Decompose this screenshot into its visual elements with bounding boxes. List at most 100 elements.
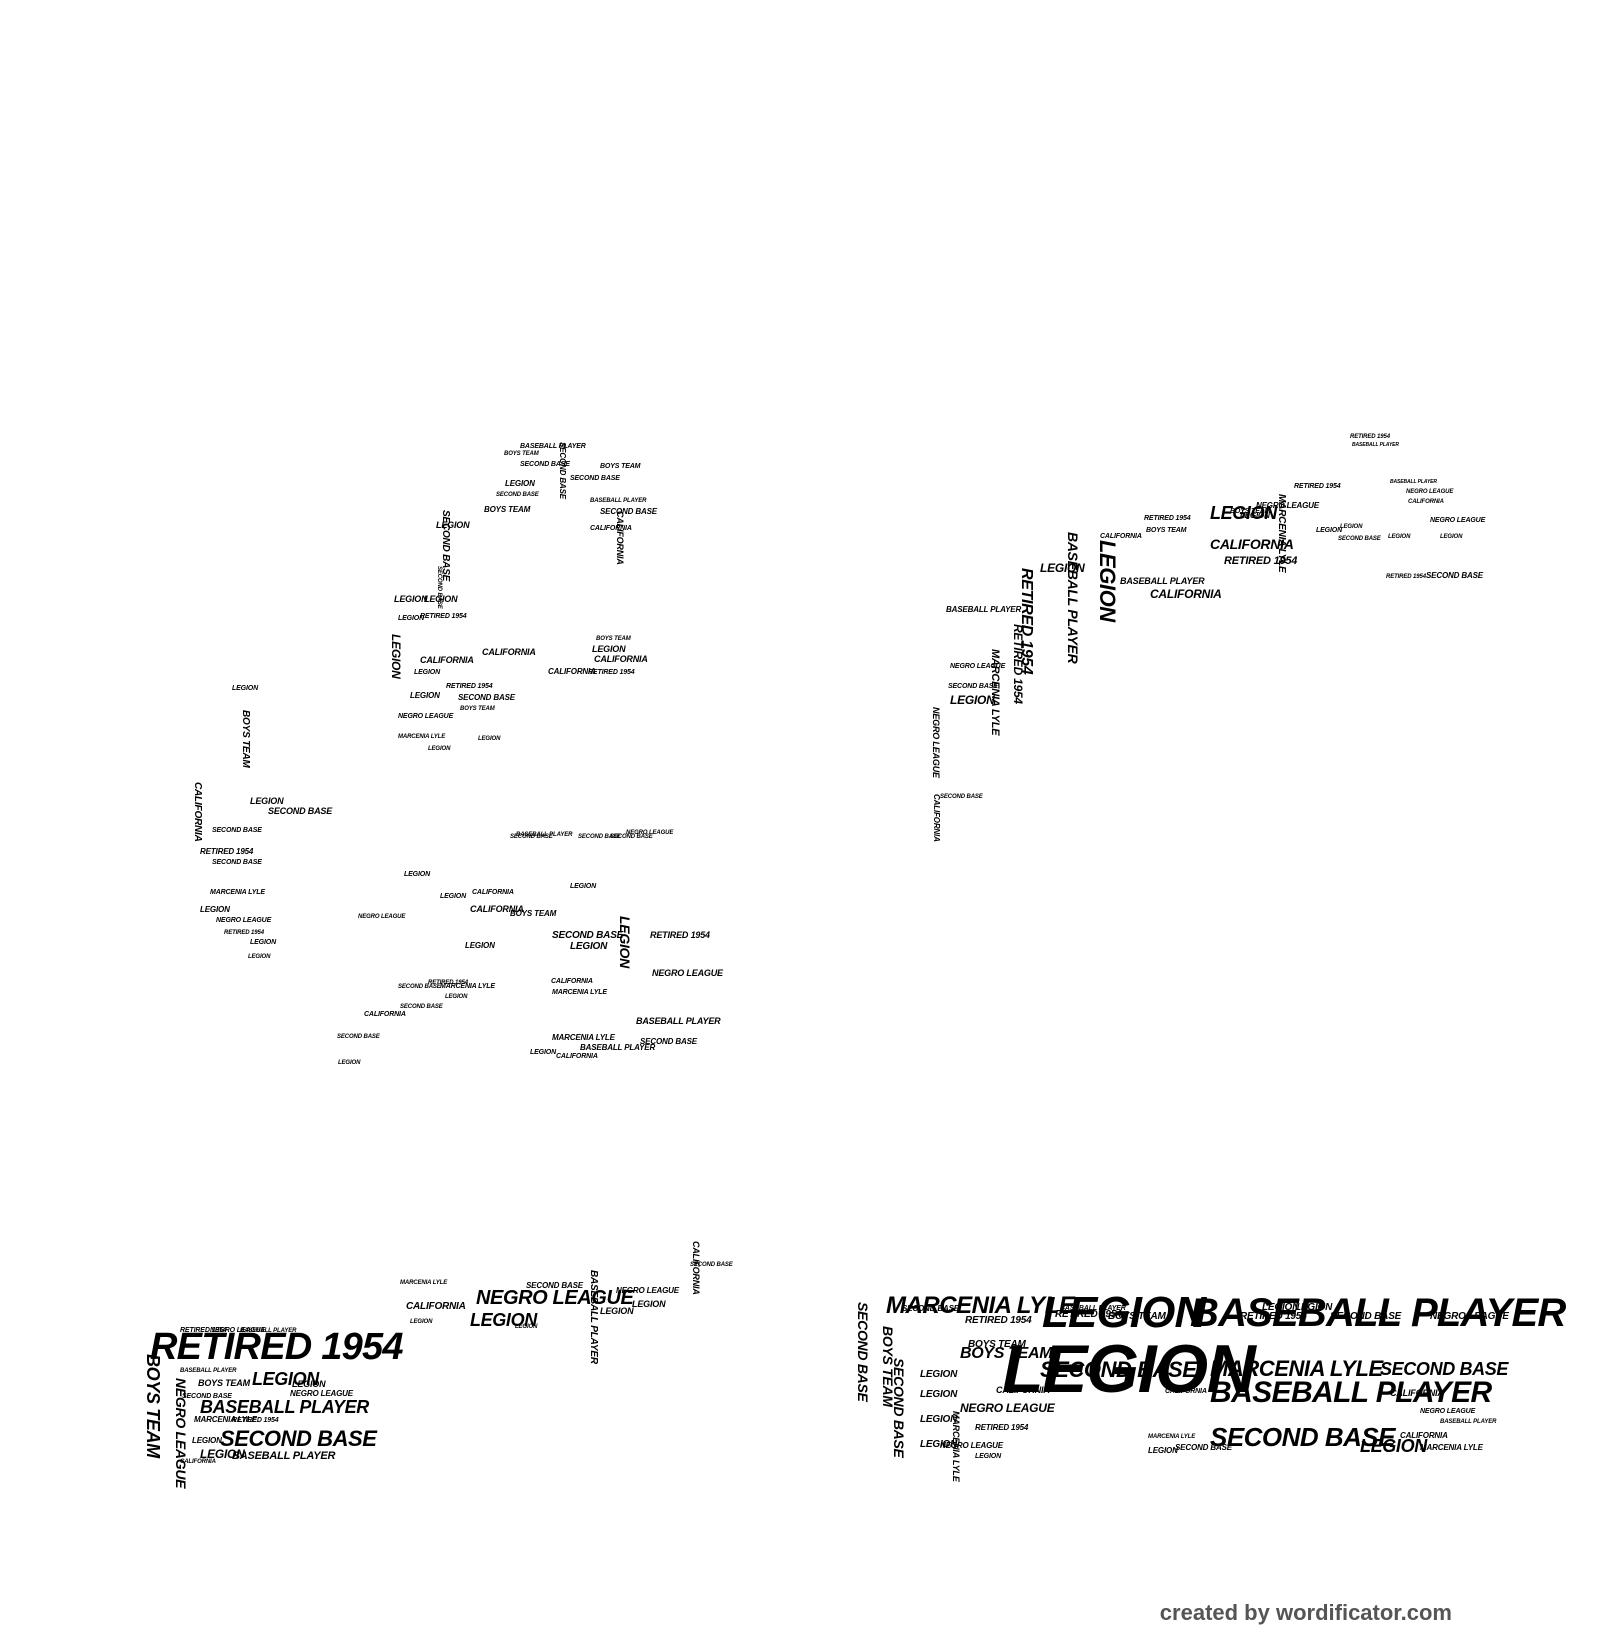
cloud-word-california: CALIFORNIA <box>1100 533 1142 540</box>
cloud-word-marcenia-lyle: MARCENIA LYLE <box>210 889 265 896</box>
cloud-word-marcenia-lyle: MARCENIA LYLE <box>1420 1443 1483 1452</box>
cloud-word-baseball-player: BASEBALL PLAYER <box>516 832 573 838</box>
cloud-word-legion: LEGION <box>478 736 501 742</box>
cloud-word-baseball-player: BASEBALL PLAYER <box>1390 479 1437 485</box>
cloud-word-california: CALIFORNIA <box>551 978 593 985</box>
cloud-word-retired-1954: RETIRED 1954 <box>232 1417 279 1424</box>
cloud-word-retired-1954: RETIRED 1954 <box>180 1327 227 1334</box>
cloud-word-california: CALIFORNIA <box>548 667 596 676</box>
cloud-word-second-base: SECOND BASE <box>902 1304 959 1313</box>
cloud-word-legion: LEGION <box>440 893 466 900</box>
cloud-word-negro-league: NEGRO LEAGUE <box>476 1287 634 1309</box>
cloud-word-legion: LEGION <box>200 1447 245 1461</box>
cloud-word-second-base: SECOND BASE <box>570 475 620 482</box>
cloud-word-second-base: SECOND BASE <box>398 984 441 990</box>
cloud-word-marcenia-lyle: MARCENIA LYLE <box>552 989 607 996</box>
cloud-word-retired-1954: RETIRED 1954 <box>428 980 468 986</box>
cloud-word-california: CALIFORNIA <box>472 889 514 896</box>
cloud-word-marcenia-lyle: MARCENIA LYLE <box>194 1415 257 1424</box>
cloud-word-retired-1954: RETIRED 1954 <box>1294 483 1341 490</box>
cloud-word-second-base: SECOND BASE <box>212 859 262 866</box>
cloud-word-legion: LEGION <box>920 1439 958 1450</box>
cloud-word-second-base: SECOND BASE <box>610 834 653 840</box>
cloud-word-negro-league: NEGRO LEAGUE <box>1406 489 1454 495</box>
cloud-word-legion: LEGION <box>950 693 995 707</box>
cloud-word-marcenia-lyle: MARCENIA LYLE <box>1210 1356 1383 1381</box>
cloud-word-california: CALIFORNIA <box>180 1459 216 1465</box>
cloud-word-second-base: SECOND BASE <box>1175 1443 1232 1452</box>
cloud-word-second-base: SECOND BASE <box>458 693 515 702</box>
cloud-word-second-base: SECOND BASE <box>520 461 570 468</box>
cloud-word-retired-1954: RETIRED 1954 <box>1240 1311 1307 1322</box>
cloud-word-boys-team: BOYS TEAM <box>600 463 641 470</box>
cloud-word-legion: LEGION <box>1240 511 1270 520</box>
cloud-word-retired-1954: RETIRED 1954 <box>1386 574 1426 580</box>
cloud-word-second-base: SECOND BASE <box>268 806 333 816</box>
cloud-word-baseball-player: BASEBALL PLAYER <box>232 1450 336 1462</box>
cloud-word-boys-team: BOYS TEAM <box>143 1354 163 1458</box>
cloud-word-baseball-player: BASEBALL PLAYER <box>180 1368 237 1374</box>
cloud-word-baseball-player: BASEBALL PLAYER <box>1352 442 1399 448</box>
cloud-word-baseball-player: BASEBALL PLAYER <box>1440 1419 1497 1425</box>
cloud-word-marcenia-lyle: MARCENIA LYLE <box>440 983 495 990</box>
cloud-word-legion: LEGION <box>445 994 468 1000</box>
cloud-word-legion: LEGION <box>530 1049 556 1056</box>
cloud-word-second-base: SECOND BASE <box>891 1358 907 1458</box>
cloud-word-boys-team: BOYS TEAM <box>240 710 251 768</box>
cloud-word-legion: LEGION <box>632 1299 666 1309</box>
cloud-word-california: CALIFORNIA <box>590 525 632 532</box>
cloud-word-second-base: SECOND BASE <box>400 1004 443 1010</box>
cloud-word-legion: LEGION <box>232 685 258 692</box>
cloud-word-california: CALIFORNIA <box>1408 499 1444 505</box>
cloud-word-marcenia-lyle: MARCENIA LYLE <box>886 1292 1075 1319</box>
cloud-word-legion: LEGION <box>1262 1302 1300 1313</box>
cloud-word-second-base: SECOND BASE <box>510 834 553 840</box>
cloud-word-california: CALIFORNIA <box>1390 1388 1444 1398</box>
cloud-word-california: CALIFORNIA <box>364 1011 406 1018</box>
cloud-word-retired-1954: RETIRED 1954 <box>150 1326 404 1368</box>
cloud-word-second-base: SECOND BASE <box>855 1302 871 1402</box>
cloud-word-baseball-player: BASEBALL PLAYER <box>1190 1291 1566 1335</box>
cloud-word-legion: LEGION <box>470 1310 537 1330</box>
cloud-word-retired-1954: RETIRED 1954 <box>650 930 710 940</box>
cloud-word-retired-1954: RETIRED 1954 <box>1011 624 1025 704</box>
cloud-word-legion: LEGION <box>920 1414 958 1425</box>
cloud-word-baseball-player: BASEBALL PLAYER <box>1120 576 1205 586</box>
cloud-word-negro-league: NEGRO LEAGUE <box>960 1401 1055 1415</box>
cloud-word-boys-team: BOYS TEAM <box>1146 527 1187 534</box>
cloud-word-retired-1954: RETIRED 1954 <box>200 847 254 856</box>
cloud-word-boys-team: BOYS TEAM <box>484 505 531 514</box>
cloud-word-negro-league: NEGRO LEAGUE <box>358 914 406 920</box>
cloud-word-second-base: SECOND BASE <box>640 1037 697 1046</box>
cloud-word-marcenia-lyle: MARCENIA LYLE <box>1276 494 1287 573</box>
cloud-word-legion: LEGION <box>192 1436 222 1445</box>
cloud-word-second-base: SECOND BASE <box>1338 536 1381 542</box>
cloud-word-second-base: SECOND BASE <box>212 827 262 834</box>
cloud-word-negro-league: NEGRO LEAGUE <box>1430 517 1486 524</box>
cloud-word-retired-1954: RETIRED 1954 <box>224 930 264 936</box>
cloud-word-retired-1954: RETIRED 1954 <box>965 1315 1032 1326</box>
cloud-word-legion: LEGION <box>600 1306 634 1316</box>
cloud-word-retired-1954: RETIRED 1954 <box>588 669 635 676</box>
cloud-word-boys-team: BOYS TEAM <box>1230 508 1271 515</box>
cloud-word-second-base: SECOND BASE <box>496 492 539 498</box>
cloud-word-negro-league: NEGRO LEAGUE <box>1430 1311 1509 1322</box>
cloud-word-legion: LEGION <box>920 1389 958 1400</box>
cloud-word-california: CALIFORNIA <box>1400 1431 1448 1440</box>
cloud-word-baseball-player: BASEBALL PLAYER <box>1210 1376 1492 1409</box>
cloud-word-california: CALIFORNIA <box>470 904 524 914</box>
cloud-word-second-base: SECOND BASE <box>558 442 567 499</box>
cloud-word-california: CALIFORNIA <box>192 782 203 842</box>
cloud-word-second-base: SECOND BASE <box>1330 1311 1402 1322</box>
cloud-word-baseball-player: BASEBALL PLAYER <box>636 1016 721 1026</box>
cloud-word-baseball-player: BASEBALL PLAYER <box>240 1328 297 1334</box>
cloud-word-legion: LEGION <box>1042 1288 1206 1337</box>
cloud-word-california: CALIFORNIA <box>482 647 536 657</box>
cloud-word-retired-1954: RETIRED 1954 <box>1055 1309 1122 1320</box>
cloud-word-negro-league: NEGRO LEAGUE <box>216 917 272 924</box>
cloud-word-baseball-player: BASEBALL PLAYER <box>590 498 647 504</box>
cloud-word-legion: LEGION <box>414 669 440 676</box>
cloud-word-legion: LEGION <box>338 1060 361 1066</box>
cloud-word-legion: LEGION <box>920 1369 958 1380</box>
